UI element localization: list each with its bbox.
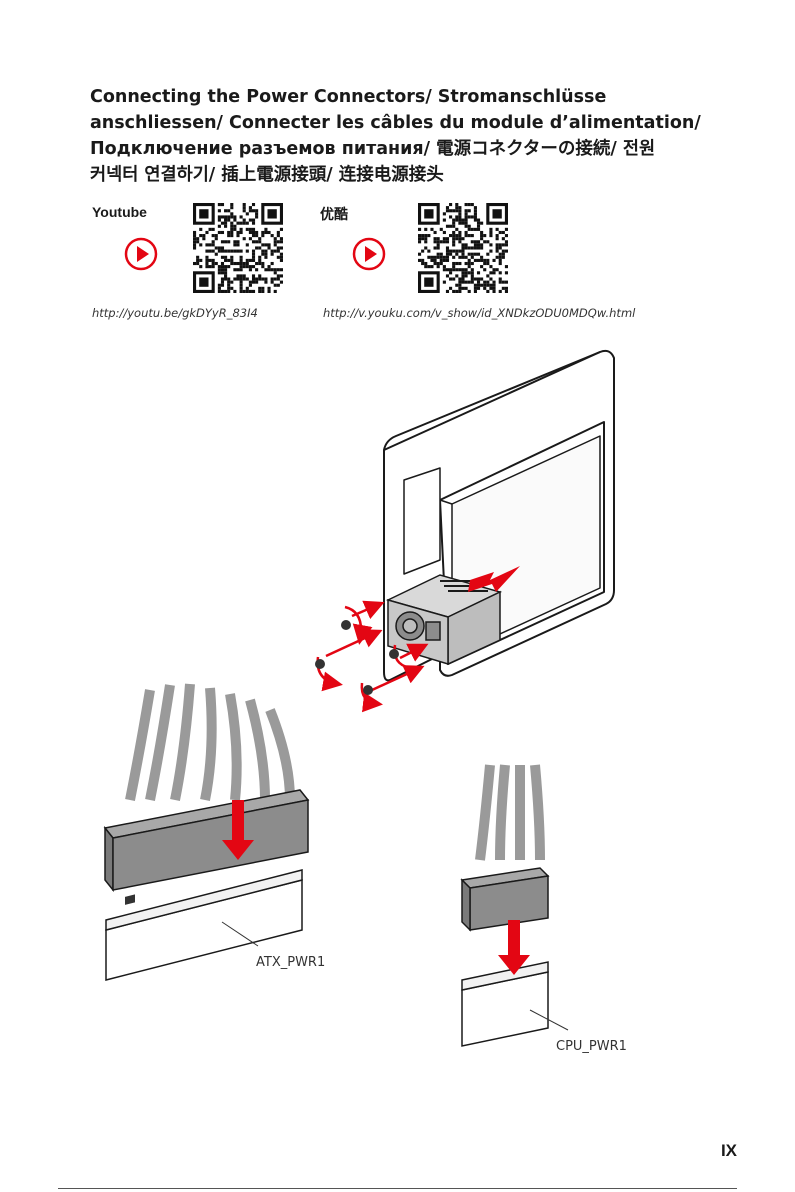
atx-cable-plug xyxy=(105,790,308,890)
footer-divider xyxy=(58,1188,737,1189)
qr-code-youku xyxy=(418,203,508,293)
youtube-url-link[interactable]: http://youtu.be/gkDYyR_83I4 xyxy=(92,306,258,320)
title-line: Connecting the Power Connectors/ Stroman… xyxy=(90,84,730,110)
atx-connector-label: ATX_PWR1 xyxy=(256,955,325,970)
page-title: Connecting the Power Connectors/ Stroman… xyxy=(90,84,730,188)
cpu-connector-label: CPU_PWR1 xyxy=(556,1039,627,1054)
title-line: anschliessen/ Connecter les câbles du mo… xyxy=(90,110,730,136)
youku-url-link[interactable]: http://v.youku.com/v_show/id_XNDkzODU0MD… xyxy=(323,306,635,320)
play-icon[interactable] xyxy=(124,237,158,271)
youku-label: 优酷 xyxy=(320,204,348,224)
play-icon[interactable] xyxy=(352,237,386,271)
cpu-socket xyxy=(462,962,548,1046)
title-line: 커넥터 연결하기/ 插上電源接頭/ 连接电源接头 xyxy=(90,162,730,188)
qr-code-youtube xyxy=(193,203,283,293)
page-number: IX xyxy=(721,1141,737,1161)
atx-cable xyxy=(130,684,290,800)
cpu-cable xyxy=(480,765,540,860)
youtube-label: Youtube xyxy=(92,204,147,220)
power-connector-illustration: ATX_PWR1 CPU_PWR1 xyxy=(0,330,795,1090)
cpu-cable-plug xyxy=(462,868,548,930)
title-line: Подключение разъемов питания/ 電源コネクターの接続… xyxy=(90,136,730,162)
